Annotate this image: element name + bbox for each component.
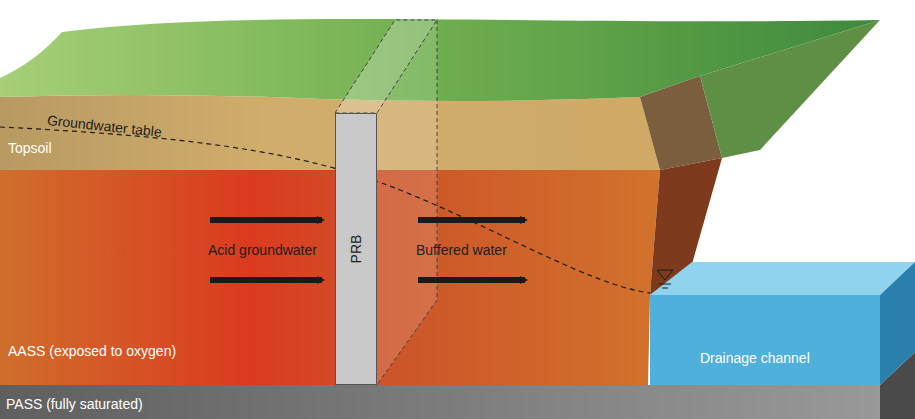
flow-label: Acid groundwater (208, 242, 317, 259)
node-text: AASS (exposed to oxygen) (8, 343, 176, 360)
node-text: PASS (fully saturated) (6, 396, 143, 413)
soil-layer-band: AASS (exposed to oxygen) (8, 343, 176, 360)
flow-label: Buffered water (416, 242, 507, 259)
node-text: Drainage channel (700, 350, 810, 367)
node-text: PRB (348, 235, 365, 264)
soil-layer-band: PASS (fully saturated) (6, 396, 143, 413)
channel-band: Drainage channel (700, 350, 810, 367)
node-text: Topsoil (8, 140, 52, 157)
barrier-box: PRB (335, 113, 377, 385)
soil-layer-band: Topsoil (8, 140, 52, 157)
